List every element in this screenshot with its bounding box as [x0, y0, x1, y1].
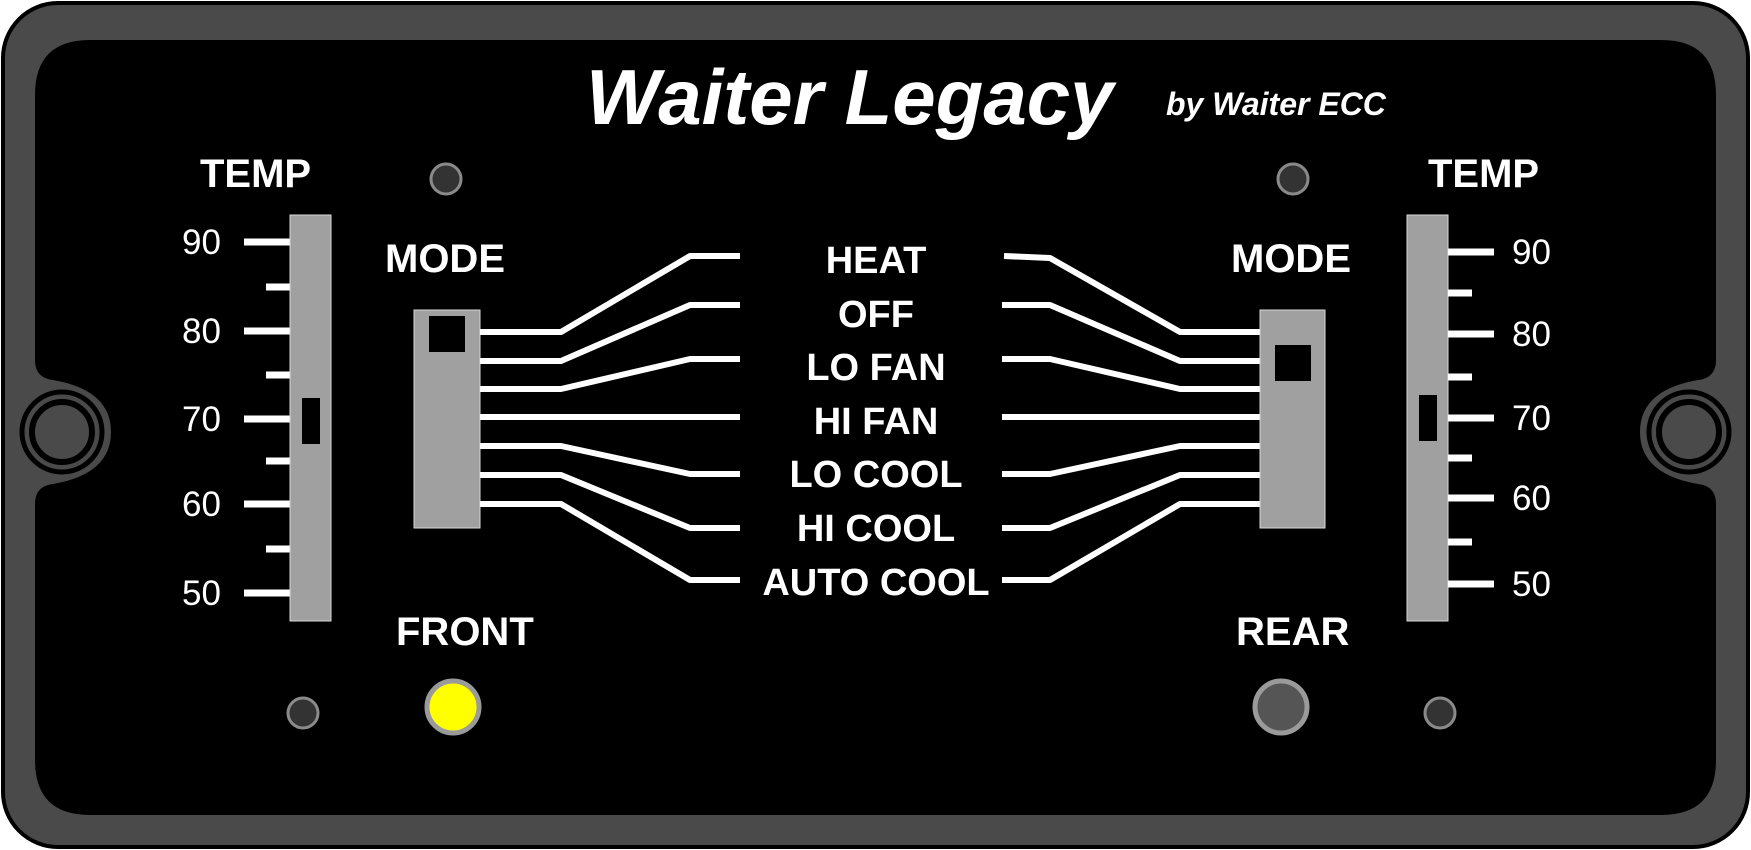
- right-wire-heat: [1003, 253, 1260, 335]
- right-tick-label-60: 60: [1512, 479, 1551, 518]
- left-temp-slider-knob[interactable]: [302, 398, 320, 444]
- left-wire-hi-cool: [480, 472, 740, 531]
- front-zone-label: FRONT: [396, 610, 534, 654]
- mode-option-lo-cool: LO COOL: [789, 454, 962, 496]
- screw-top-left: [429, 162, 463, 196]
- mode-option-auto-cool: AUTO COOL: [762, 562, 989, 604]
- mode-option-hi-cool: HI COOL: [797, 508, 955, 550]
- left-tick-label-50: 50: [182, 574, 221, 613]
- left-temp-scale: 90 80 70 60 50: [182, 223, 290, 613]
- right-mode-slider[interactable]: [1259, 309, 1326, 529]
- right-wire-lo-cool: [1002, 443, 1260, 477]
- mount-hole-right: [1646, 389, 1732, 475]
- left-wire-lo-cool: [480, 443, 740, 477]
- rear-zone-label: REAR: [1236, 610, 1349, 654]
- right-wire-auto-cool: [1002, 501, 1260, 583]
- left-tick-label-90: 90: [182, 223, 221, 262]
- mode-option-off: OFF: [838, 294, 914, 336]
- left-mode-slider[interactable]: [413, 309, 481, 529]
- left-mode-wires: [480, 253, 740, 583]
- left-wire-heat: [480, 253, 740, 335]
- screw-top-right: [1276, 162, 1310, 196]
- rear-indicator-led[interactable]: [1252, 678, 1310, 736]
- mode-option-hi-fan: HI FAN: [814, 401, 939, 443]
- mode-option-lo-fan: LO FAN: [806, 347, 945, 389]
- right-mode-label: MODE: [1231, 237, 1351, 281]
- left-wire-auto-cool: [480, 501, 740, 583]
- right-tick-label-50: 50: [1512, 565, 1551, 604]
- right-temp-scale: 90 80 70 60 50: [1448, 233, 1551, 604]
- left-temp-slider[interactable]: [289, 214, 332, 622]
- screw-bottom-right: [1423, 696, 1457, 730]
- panel-face: [35, 40, 1716, 815]
- right-tick-label-90: 90: [1512, 233, 1551, 272]
- right-mode-slider-knob[interactable]: [1275, 345, 1311, 381]
- left-tick-label-80: 80: [182, 312, 221, 351]
- right-mode-slider-track: [1259, 309, 1326, 529]
- right-tick-label-70: 70: [1512, 399, 1551, 438]
- left-temp-label: TEMP: [200, 152, 311, 196]
- mount-hole-left: [19, 389, 105, 475]
- right-temp-slider-knob[interactable]: [1419, 395, 1437, 441]
- right-wire-off: [1002, 302, 1260, 364]
- left-tick-label-60: 60: [182, 485, 221, 524]
- left-wire-lo-fan: [480, 356, 740, 392]
- screw-bottom-left: [286, 696, 320, 730]
- brand-subtitle: by Waiter ECC: [1166, 86, 1387, 122]
- right-mode-wires: [1002, 253, 1260, 583]
- left-tick-label-70: 70: [182, 400, 221, 439]
- left-wire-off: [480, 302, 740, 364]
- right-temp-label: TEMP: [1428, 152, 1539, 196]
- brand-title: Waiter Legacy: [586, 53, 1117, 141]
- right-wire-lo-fan: [1002, 356, 1260, 392]
- right-wire-hi-cool: [1002, 472, 1260, 531]
- mode-option-heat: HEAT: [826, 240, 927, 282]
- right-temp-slider[interactable]: [1406, 214, 1449, 622]
- left-mode-label: MODE: [385, 237, 505, 281]
- front-indicator-led[interactable]: [424, 678, 482, 736]
- right-tick-label-80: 80: [1512, 315, 1551, 354]
- left-mode-slider-knob[interactable]: [429, 316, 465, 352]
